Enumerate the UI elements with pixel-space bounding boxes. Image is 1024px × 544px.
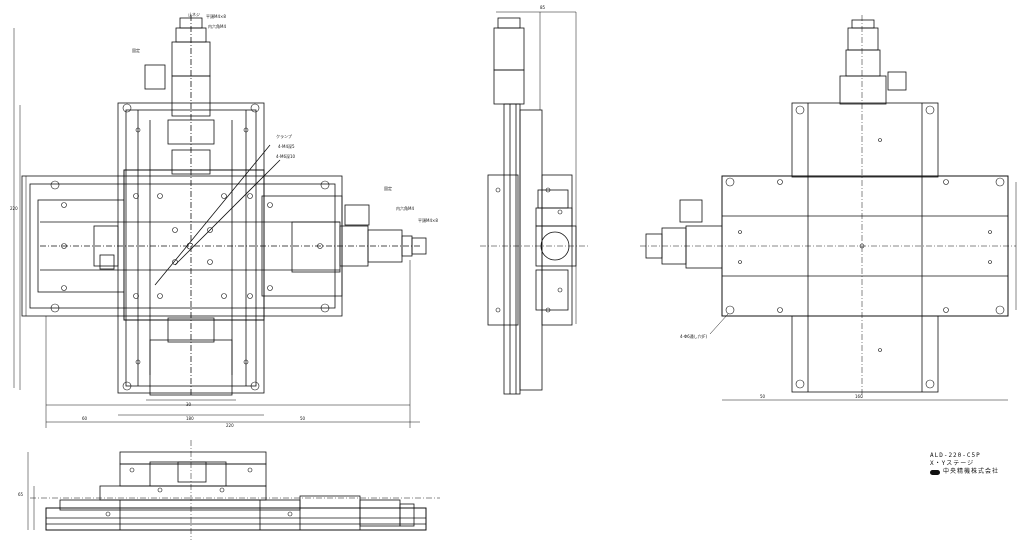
dim-inner-2: 30 <box>186 402 192 407</box>
label-base-holes: 4-Φ6通し穴(F) <box>680 333 708 339</box>
company-name: 中央精機株式会社 <box>943 468 1000 475</box>
label-mount-hole-1: 4-M4深5 <box>278 143 295 149</box>
label-knob: 止ネジ <box>188 11 200 17</box>
dim-top-height: 220 <box>10 206 18 211</box>
label-side-clamp: 固定 <box>384 185 392 191</box>
dim-base-width: 220 <box>226 423 234 428</box>
label-clamp: 固定 <box>132 47 140 53</box>
company-row: 中央精機株式会社 <box>930 468 1020 476</box>
top-view <box>13 15 427 428</box>
label-knob-screw: 平頭M4×8 <box>206 14 226 19</box>
side-view <box>480 11 590 395</box>
bottom-view <box>640 15 1017 401</box>
label-stage-clamp: クランプ <box>276 133 292 139</box>
label-knob-hex: 内六角M4 <box>208 23 226 29</box>
model-number: ALD-220-C5P <box>930 452 981 459</box>
front-view <box>27 440 440 540</box>
dim-side-depth: 85 <box>540 5 546 10</box>
dim-top-width: 180 <box>186 416 194 421</box>
label-side-hex: 内六角M4 <box>396 205 414 211</box>
label-mount-hole-2: 4-M6深10 <box>276 153 296 159</box>
stage-type: X・Yステージ <box>930 460 975 467</box>
dim-inner-3: 50 <box>300 416 306 421</box>
label-side-screw: 平頭M4×8 <box>418 218 438 223</box>
title-block: ALD-220-C5P X・Yステージ 中央精機株式会社 <box>930 452 1020 476</box>
dim-right-sub: 50 <box>760 394 766 399</box>
dim-front-height: 65 <box>18 492 24 497</box>
dim-right-span: 160 <box>855 394 863 399</box>
company-logo-icon <box>930 469 940 475</box>
dim-inner-1: 60 <box>82 416 88 421</box>
